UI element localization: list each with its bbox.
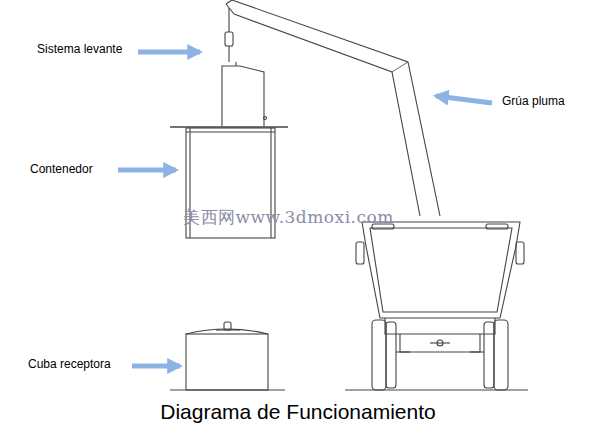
receiving-tank (186, 334, 268, 390)
cable (228, 8, 229, 32)
watermark: 美西网www.3dmoxi.com (183, 207, 394, 227)
callout-arrow (118, 168, 176, 173)
hook (225, 32, 233, 46)
ground-line (345, 389, 528, 390)
crane-boom-outer (226, 0, 440, 216)
callout-arrow (436, 96, 492, 103)
callout-arrow (132, 364, 180, 369)
wheel (372, 320, 386, 390)
wheel (494, 320, 508, 390)
ground-line (170, 389, 285, 390)
callout-label: Contenedor (30, 162, 93, 176)
truck-body (362, 222, 520, 318)
crane-boom-inner (234, 14, 420, 216)
lift-system (222, 66, 264, 126)
callout-label: Cuba receptora (28, 357, 111, 371)
callout-arrow (138, 50, 200, 55)
callout-label: Grúa pluma (502, 94, 565, 108)
caption: Diagrama de Funcionamiento (160, 399, 435, 425)
callout-label: Sistema levante (37, 42, 122, 56)
